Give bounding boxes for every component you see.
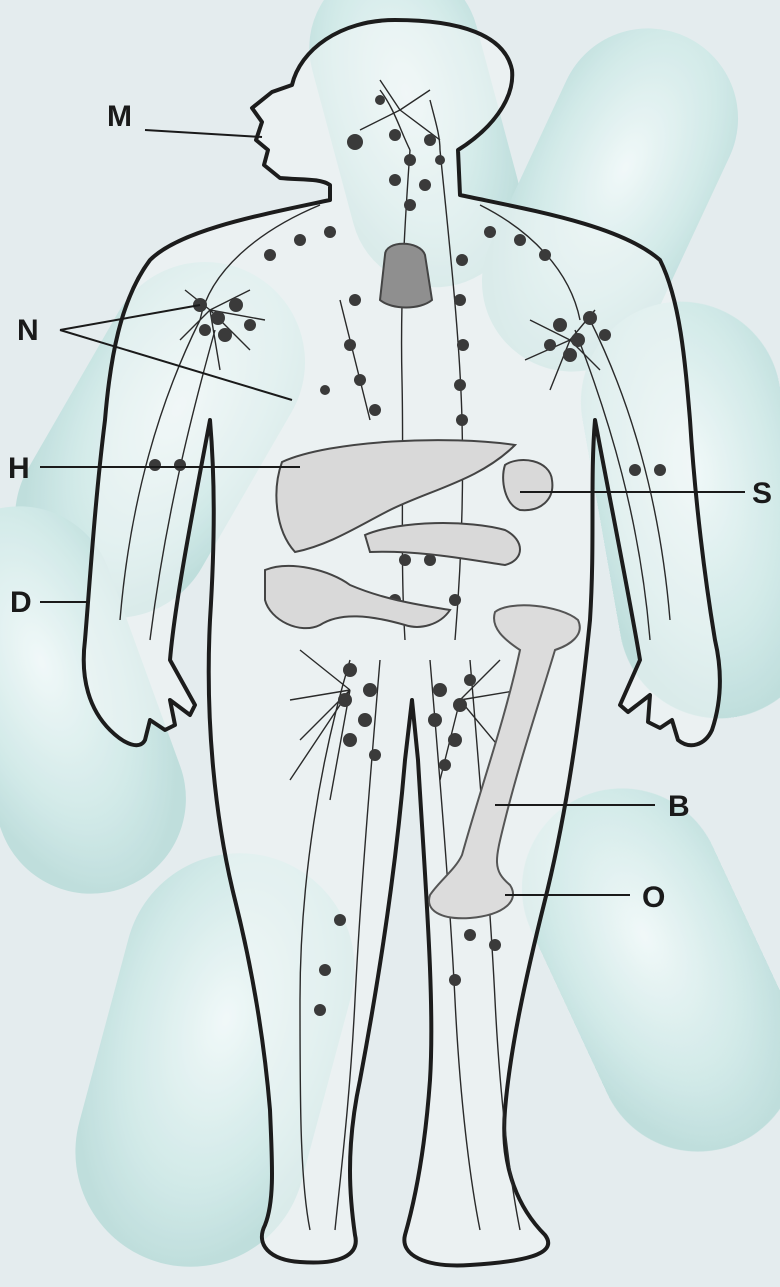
label-m: M [107, 100, 132, 133]
body-outline [84, 20, 720, 1265]
label-h: H [8, 452, 30, 485]
spleen-organ [503, 460, 552, 510]
label-d: D [10, 586, 32, 619]
label-o: O [642, 881, 665, 914]
leader-m [145, 130, 262, 137]
label-b: B [668, 790, 690, 823]
thymus-organ [380, 244, 432, 308]
label-n: N [17, 314, 39, 347]
label-s: S [752, 477, 772, 510]
